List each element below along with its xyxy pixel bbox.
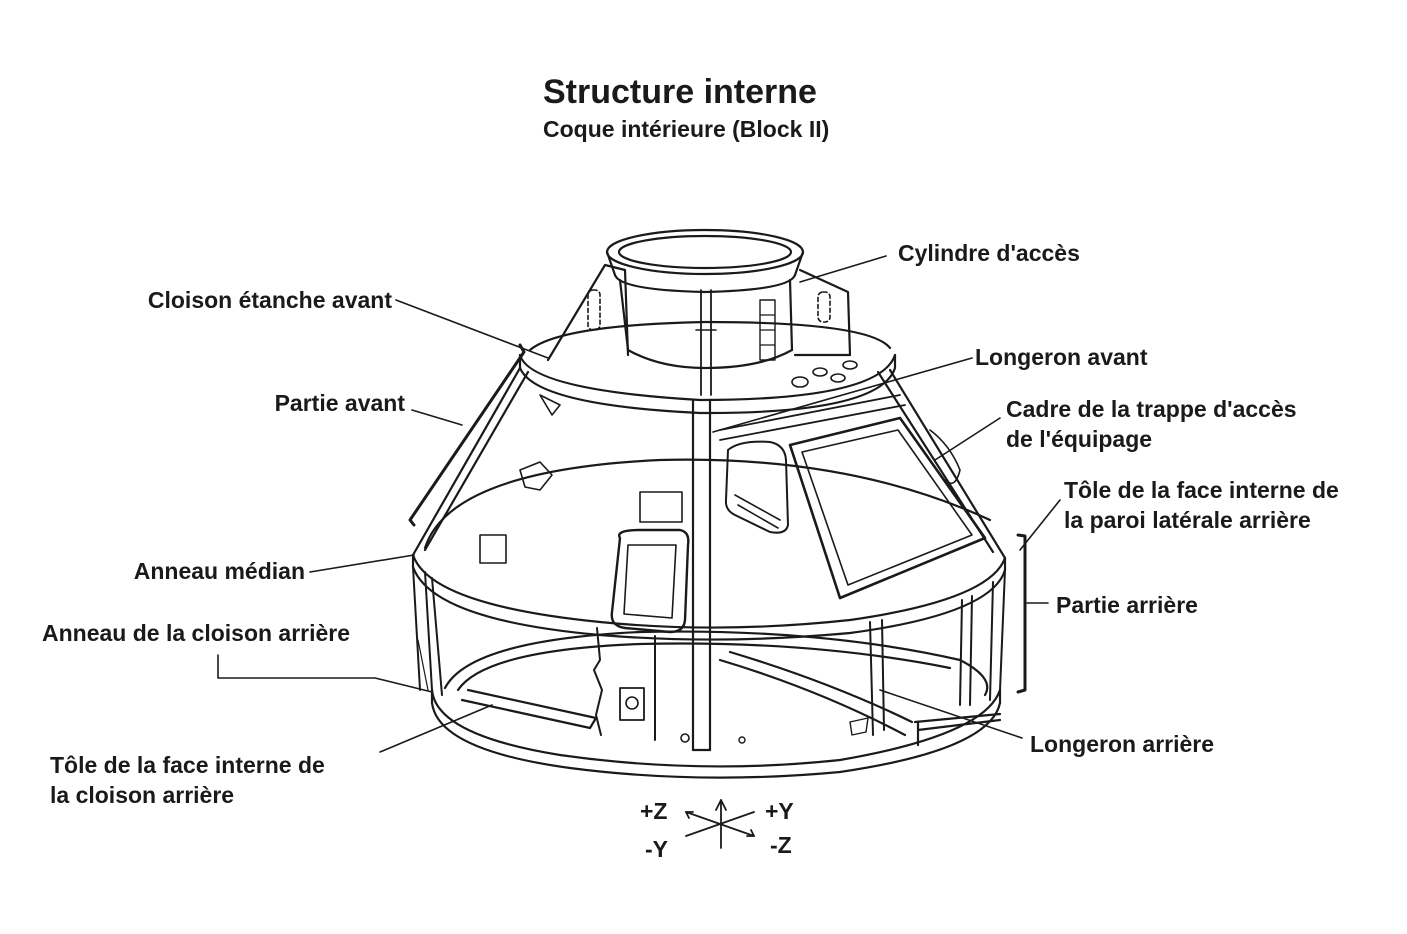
leader-mid-ring [309, 554, 415, 573]
label-aft-bulkhead-skin-line2: la cloison arrière [50, 782, 235, 808]
label-hatch-frame-line2: de l'équipage [1006, 426, 1153, 452]
label-forward-longeron: Longeron avant [975, 344, 1148, 370]
label-aft-section: Partie arrière [1056, 592, 1198, 618]
leader-aft-sidewall [1019, 499, 1061, 551]
leader-access-cylinder [799, 255, 887, 283]
aft-sidewall-shape [412, 566, 1006, 744]
label-aft-sidewall-line2: la paroi latérale arrière [1064, 507, 1311, 533]
axis-label-minus-y: -Y [645, 836, 668, 862]
leader-hatch-frame [934, 417, 1001, 461]
label-aft-longeron: Longeron arrière [1030, 731, 1215, 757]
forward-section-shape [411, 320, 1007, 752]
axis-label-minus-z: -Z [770, 832, 792, 858]
label-aft-bulkhead-ring: Anneau de la cloison arrière [42, 620, 351, 646]
leader-lines [217, 255, 1061, 753]
label-access-cylinder: Cylindre d'accès [898, 240, 1080, 266]
diagram-subtitle: Coque intérieure (Block II) [543, 116, 830, 142]
axis-label-plus-y: +Y [765, 798, 794, 824]
label-forward-bulkhead: Cloison étanche avant [147, 287, 392, 313]
axis-label-plus-z: +Z [640, 798, 668, 824]
bracket-aft-section [1016, 533, 1027, 694]
leader-aft-bulkhead-ring [217, 654, 433, 693]
diagram-title: Structure interne [543, 73, 817, 111]
label-mid-ring: Anneau médian [133, 558, 305, 584]
leader-forward-bulkhead [395, 299, 549, 359]
leader-forward-section [411, 409, 463, 426]
axis-indicator [685, 799, 755, 849]
access-cylinder-shape [546, 228, 858, 396]
leader-forward-longeron [712, 357, 973, 433]
leader-aft-bulkhead-skin [379, 704, 493, 753]
label-forward-section: Partie avant [274, 390, 405, 416]
bracket-forward-section [408, 343, 526, 527]
label-hatch-frame-line1: Cadre de la trappe d'accès [1006, 396, 1297, 422]
mid-ring-shape [411, 458, 1007, 641]
leader-aft-longeron [879, 689, 1023, 739]
aft-bulkhead-ring-shape [430, 630, 1002, 779]
label-aft-sidewall-line1: Tôle de la face interne de [1064, 477, 1339, 503]
label-aft-bulkhead-skin-line1: Tôle de la face interne de [50, 752, 325, 778]
